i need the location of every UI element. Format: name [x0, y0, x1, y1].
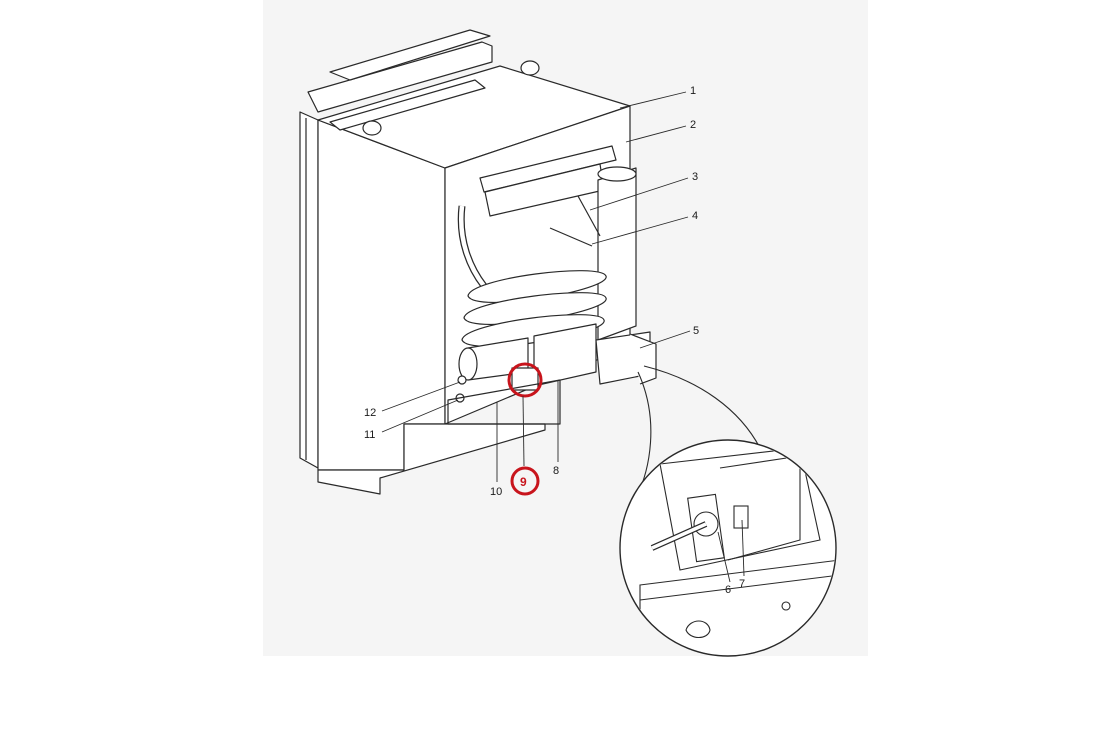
rear-rail	[329, 79, 486, 131]
flue-box-side	[629, 333, 657, 385]
callout-2: 2	[690, 119, 696, 131]
top-pipe	[479, 145, 617, 193]
callout-10: 10	[490, 486, 502, 498]
hinge-left	[362, 120, 382, 136]
absorber-end	[458, 347, 478, 381]
callout-11: 11	[364, 429, 375, 441]
top-rail-back	[329, 29, 491, 81]
cabinet-base	[317, 423, 546, 495]
detail-frame	[719, 455, 801, 561]
callout-5: 5	[693, 325, 699, 337]
leader-lines	[381, 91, 745, 583]
cooling-unit	[447, 145, 657, 425]
callout-8: 8	[553, 465, 559, 477]
hinge-right	[520, 60, 540, 76]
callout-9: 9	[520, 475, 527, 489]
detail-tube-inner	[651, 522, 707, 550]
highlight-ring-label	[510, 466, 540, 496]
boiler-top	[597, 166, 637, 182]
detail-hole	[781, 601, 791, 611]
top-rail	[307, 41, 493, 113]
callout-labels: 1 2 3 4 5 6 7 8 10 11 12	[364, 85, 745, 596]
thermostat-wire	[549, 227, 593, 247]
callout-6: 6	[725, 584, 731, 596]
leader-6	[717, 531, 731, 583]
callout-7: 7	[739, 578, 745, 590]
leader-3	[589, 177, 689, 211]
leader-7	[741, 519, 745, 577]
detail-oval-cutout	[685, 620, 711, 639]
condenser-coils	[461, 270, 607, 347]
door-frame	[299, 111, 319, 469]
lower-skirt	[447, 379, 561, 425]
detail-pilot	[733, 505, 749, 529]
leader-11	[381, 399, 459, 433]
callout-1: 1	[690, 85, 696, 97]
magnifier-leader-upper	[643, 365, 761, 449]
detail-base-edge	[639, 574, 835, 601]
callout-12: 12	[364, 407, 376, 419]
detail-magnifier	[619, 365, 837, 657]
left-pipe-inner	[459, 205, 486, 288]
callout-4: 4	[692, 210, 698, 222]
leader-5	[639, 330, 691, 349]
sensor-wire	[577, 195, 601, 237]
cabinet-side	[317, 119, 446, 471]
highlight-ring-part	[507, 362, 543, 398]
highlighted-callout-9: 9	[510, 466, 540, 496]
callout-3: 3	[692, 171, 698, 183]
leader-4	[591, 216, 689, 245]
leader-1	[619, 91, 687, 109]
leader-12	[381, 381, 461, 412]
leader-2	[625, 125, 687, 143]
boiler-cylinder	[597, 167, 637, 341]
knob-12	[457, 375, 467, 385]
leader-9	[522, 395, 525, 467]
